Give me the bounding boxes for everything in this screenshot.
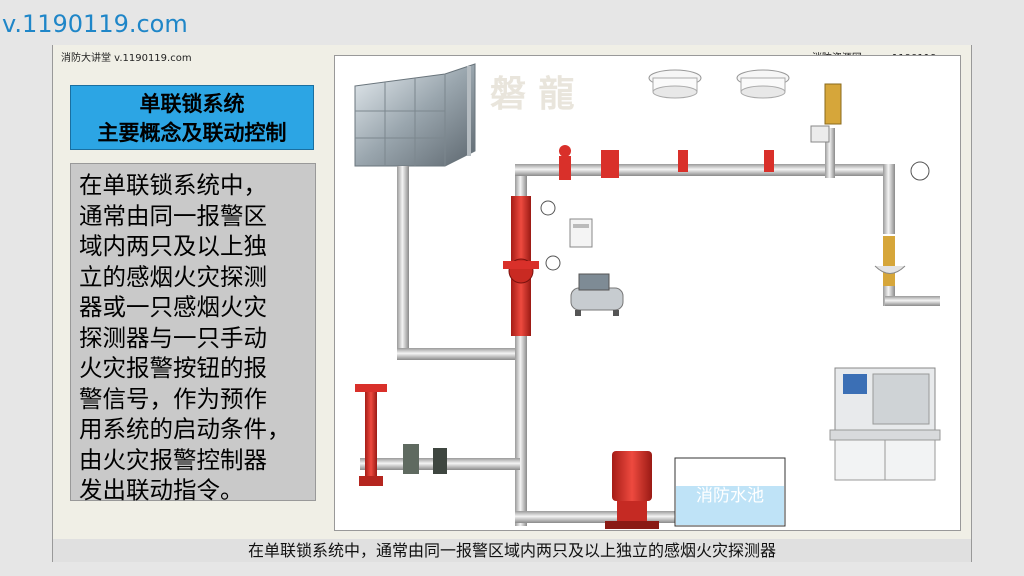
pool-label: 消防水池 [696,486,764,506]
description-box: 在单联锁系统中， 通常由同一报警区 域内两只及以上独 立的感烟火灾探测 器或一只… [70,163,316,504]
top-valves [559,145,774,180]
title-line-2: 主要概念及联动控制 [97,121,287,145]
title-line-1: 单联锁系统 [139,92,245,116]
fire-hydrant [355,384,447,486]
title-box: 单联锁系统 主要概念及联动控制 [70,85,314,150]
header-left-text: 消防大讲堂 v.1190119.com [61,53,192,64]
fire-pump [605,451,659,529]
diagram-svg: 磐 龍 [354,63,941,529]
fire-alarm-controller [829,367,941,481]
system-diagram: 磐 龍 [334,55,961,531]
subtitle-bar: 在单联锁系统中，通常由同一报警区域内两只及以上独立的感烟火灾探测器 [53,539,971,562]
air-compressor [570,273,624,316]
watermark-text: v.1190119.com [2,10,188,38]
smoke-detector-1 [648,69,702,99]
alarm-valve-group [503,196,593,336]
slide: 消防大讲堂 v.1190119.com 消防资源网 www.1190119.co… [52,45,972,562]
water-tank [354,63,476,167]
end-test-assembly [810,83,930,286]
smoke-detector-2 [736,69,790,99]
description-text: 在单联锁系统中， 通常由同一报警区 域内两只及以上独 立的感烟火灾探测 器或一只… [79,171,291,504]
fire-water-pool: 消防水池 [674,457,786,527]
logo-watermark: 磐 龍 [490,73,575,115]
